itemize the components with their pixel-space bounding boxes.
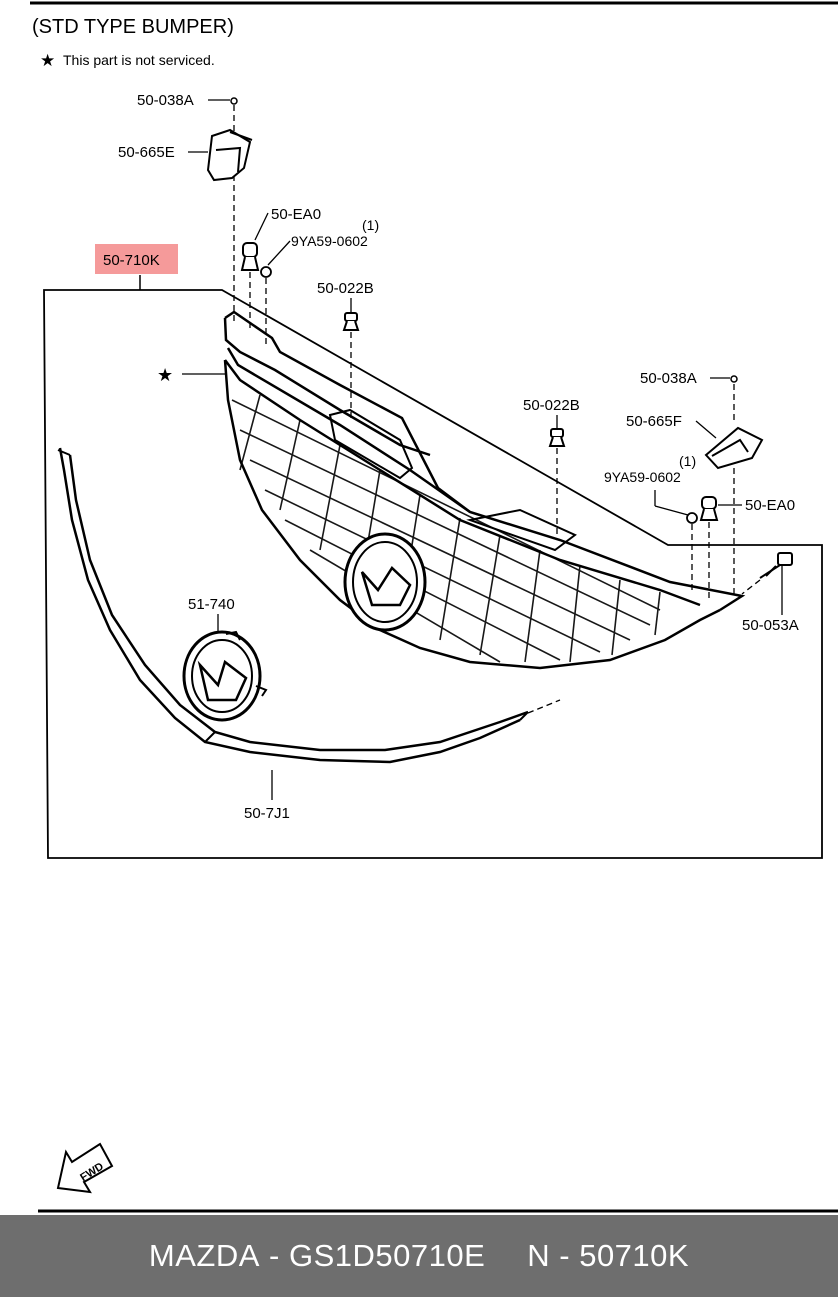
assembly-frame <box>43 289 823 859</box>
footer-part-number[interactable]: GS1D50710E <box>288 1238 486 1273</box>
bracket-icon <box>704 426 764 470</box>
clip-icon <box>342 312 360 331</box>
label-50-665E[interactable]: 50-665E <box>118 144 175 161</box>
label-50-7J1[interactable]: 50-7J1 <box>244 805 290 822</box>
footer-bar: MAZDA - GS1D50710E N - 50710K <box>0 1215 838 1297</box>
screw-head-icon <box>230 97 238 105</box>
label-50-022B-left[interactable]: 50-022B <box>317 280 374 297</box>
label-9YA59-left[interactable]: 9YA59-0602 <box>291 233 368 249</box>
footer-sep: - <box>259 1238 289 1273</box>
label-50-053A[interactable]: 50-053A <box>742 617 799 634</box>
grille[interactable] <box>223 310 746 670</box>
footer-brand: MAZDA <box>148 1238 260 1273</box>
label-50-022B-right[interactable]: 50-022B <box>523 397 580 414</box>
label-qty-left: (1) <box>362 217 379 233</box>
washer-icon <box>686 512 698 524</box>
leader-50-EA0-left <box>254 212 269 241</box>
label-50-038A-left[interactable]: 50-038A <box>137 92 194 109</box>
footer-ref: N - 50710K <box>527 1238 690 1273</box>
dash-line <box>527 699 561 714</box>
leader-9YA59-left <box>267 240 291 266</box>
lower-molding[interactable] <box>57 447 529 764</box>
label-50-EA0-right[interactable]: 50-EA0 <box>745 497 795 514</box>
label-star: ★ <box>157 365 173 385</box>
note-star-icon: ★ <box>40 51 55 70</box>
clip-icon <box>699 496 719 521</box>
label-qty-right: (1) <box>679 453 696 469</box>
label-9YA59-right[interactable]: 9YA59-0602 <box>604 469 681 485</box>
label-50-710K[interactable]: 50-710K <box>103 252 160 269</box>
screw-icon <box>759 552 793 579</box>
clip-icon <box>548 428 566 447</box>
label-51-740[interactable]: 51-740 <box>188 596 235 613</box>
diagram-title: (STD TYPE BUMPER) <box>32 16 234 38</box>
note-text: This part is not serviced. <box>63 52 215 68</box>
bracket-icon <box>206 128 253 182</box>
emblem-icon[interactable] <box>182 630 268 722</box>
grille-emblem <box>343 532 427 632</box>
washer-icon <box>260 266 272 278</box>
label-50-EA0-left[interactable]: 50-EA0 <box>271 206 321 223</box>
dash-line <box>741 579 761 595</box>
leader-9YA59-right-h <box>654 505 689 516</box>
part-highlight[interactable] <box>95 244 178 274</box>
fwd-arrow-icon <box>56 1142 114 1194</box>
grille-mesh <box>231 394 661 663</box>
label-50-665F[interactable]: 50-665F <box>626 413 682 430</box>
clip-icon <box>240 242 260 271</box>
screw-head-icon <box>730 375 738 383</box>
label-50-038A-right[interactable]: 50-038A <box>640 370 697 387</box>
leader-50-665F <box>695 420 717 439</box>
